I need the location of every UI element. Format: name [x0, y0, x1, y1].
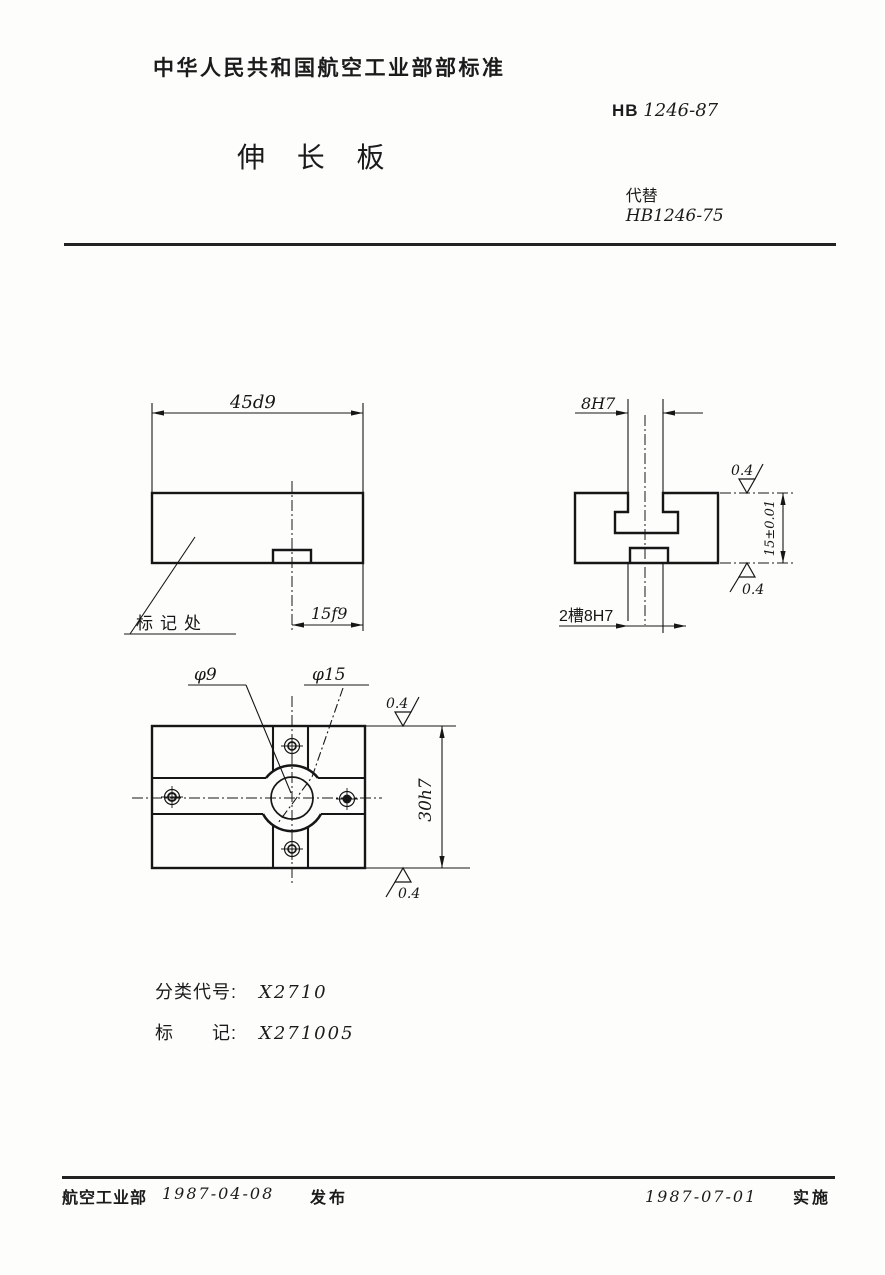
header-divider: [64, 243, 836, 246]
classification-block: 分类代号: X2710 标 记: X271005: [155, 972, 355, 1054]
section-slots-dim-arrows: [616, 623, 686, 629]
front-dim-length-arrows: [152, 410, 363, 416]
front-marking-leader: [124, 536, 236, 635]
section-slots-label: 2槽8H7: [559, 607, 613, 625]
plan-dim-width-label: 30h7: [416, 778, 436, 822]
marking-label: 标 记:: [155, 1023, 238, 1043]
section-roughness-bottom-value: 0.4: [742, 582, 764, 598]
plan-hole-top: [281, 735, 303, 757]
plan-hole-left: [161, 786, 183, 808]
front-dim-length-label: 45d9: [229, 392, 276, 413]
standard-org-title: 中华人民共和国航空工业部部标准: [153, 57, 506, 80]
front-marking-label: 标记处: [136, 614, 208, 633]
document-title: 伸 长 板: [237, 142, 394, 173]
section-extension-lines: [627, 399, 664, 633]
replaces-label: 代替: [625, 188, 658, 205]
plan-hole-large-leader: [277, 684, 369, 824]
section-roughness-bottom-icon: [729, 561, 757, 593]
section-roughness-top-value: 0.4: [731, 463, 753, 479]
section-height-dim-arrows: [780, 493, 786, 563]
footer-divider: [62, 1176, 835, 1179]
plan-roughness-top-value: 0.4: [386, 696, 408, 712]
section-part-outline: [573, 491, 720, 565]
front-dim-length-lines: [151, 403, 364, 493]
plan-dim-width-arrows: [439, 726, 445, 868]
replaces-number: HB1246-75: [625, 206, 724, 226]
front-view-drawing: 45d9 15f9 标记处: [124, 392, 365, 635]
standard-number: HB 1246-87: [612, 100, 718, 121]
classification-code-value: X2710: [259, 982, 328, 1003]
section-dim-slot-arrows: [616, 410, 675, 416]
section-roughness-top-icon: [737, 463, 764, 495]
footer-issue-date: 1987-04-08: [162, 1184, 275, 1203]
plan-dim-width-lines: [365, 725, 470, 869]
plan-hole-right: [336, 788, 358, 810]
front-part-outline: [150, 491, 365, 565]
section-view-drawing: 8H7 0.4 15±0.01 0.4 2槽8H7: [559, 394, 793, 633]
plan-roughness-top-icon: [393, 696, 420, 728]
marking-row: 标 记: X271005: [155, 1013, 355, 1054]
standard-no-value: 1246-87: [643, 100, 719, 121]
plan-part-outline: [150, 724, 367, 870]
marking-value: X271005: [259, 1023, 355, 1044]
plan-hole-large-label: φ15: [312, 665, 346, 685]
plan-hole-bottom: [281, 838, 303, 860]
section-bottom-notch: [628, 546, 670, 563]
footer-issue-action: 发布: [310, 1190, 349, 1207]
plan-roughness-bottom-icon: [385, 866, 413, 898]
classification-code-label: 分类代号:: [155, 982, 238, 1002]
front-dim-slot-arrows: [292, 622, 363, 628]
plan-hole-small-leader: [188, 684, 292, 794]
footer: 航空工业部 1987-04-08 发布 1987-07-01 实施: [0, 1184, 885, 1214]
plan-view-drawing: φ9 φ15 0.4 30h7 0.4: [132, 665, 470, 902]
footer-issuer: 航空工业部: [62, 1190, 148, 1207]
plan-hole-small-label: φ9: [194, 665, 217, 685]
plan-roughness-bottom-value: 0.4: [398, 886, 420, 902]
footer-implementation-action: 实施: [793, 1190, 832, 1207]
footer-implementation-date: 1987-07-01: [645, 1187, 758, 1206]
section-dim-slot-label: 8H7: [581, 394, 616, 413]
plan-slot-lines: [152, 726, 365, 868]
front-dim-slot-label: 15f9: [311, 604, 347, 623]
standard-prefix: HB: [612, 101, 639, 120]
section-height-ext-lines: [720, 492, 793, 564]
section-dim-height-label: 15±0.01: [763, 500, 778, 556]
classification-code-row: 分类代号: X2710: [155, 972, 355, 1013]
replaces-note: 代替 HB1246-75: [608, 164, 724, 244]
